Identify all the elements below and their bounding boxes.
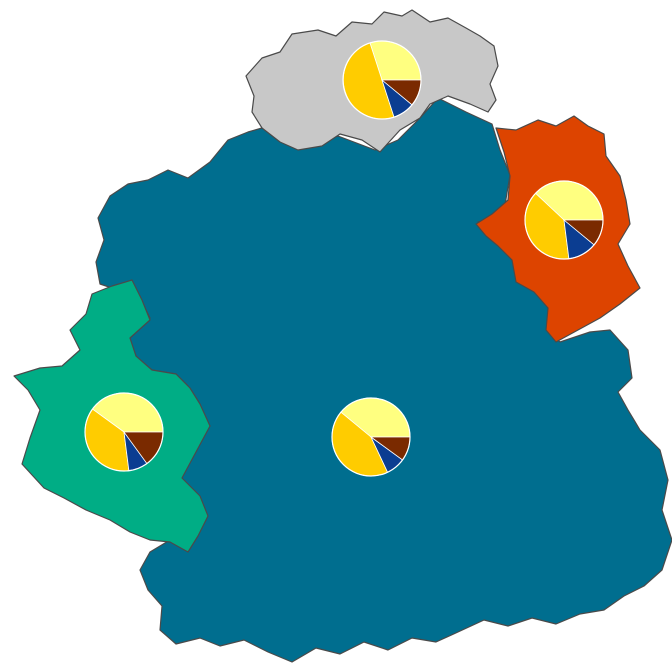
pie-outline xyxy=(342,40,422,120)
pie-chart-east[interactable] xyxy=(524,180,604,260)
pie-outline xyxy=(524,180,604,260)
pie-chart-north[interactable] xyxy=(342,40,422,120)
pie-outline xyxy=(84,392,164,472)
pie-chart-central[interactable] xyxy=(331,397,411,477)
pie-chart-west[interactable] xyxy=(84,392,164,472)
pie-outline xyxy=(331,397,411,477)
